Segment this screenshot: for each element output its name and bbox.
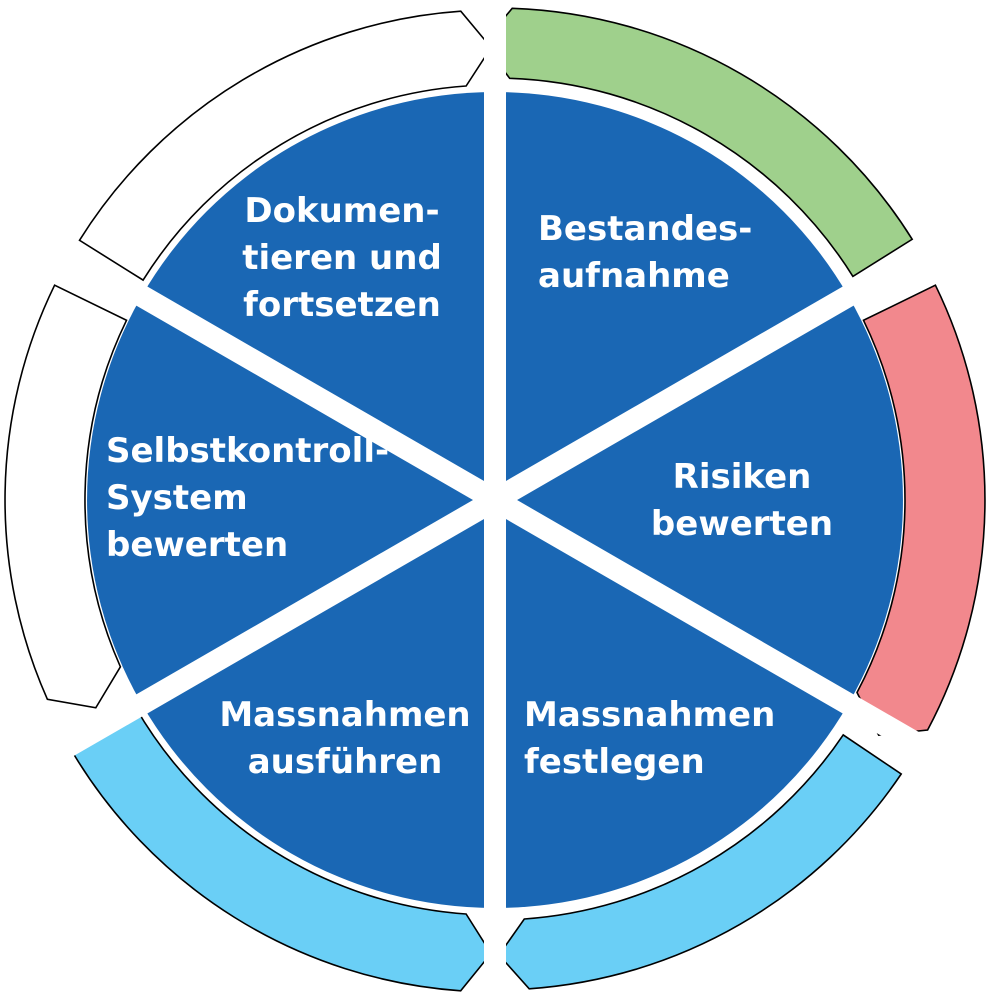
label-selbstkontroll-system-bewerten: Selbstkontroll- System bewerten — [106, 431, 389, 565]
sector-bestandesaufnahme[interactable] — [495, 92, 849, 500]
label-line: System — [106, 478, 248, 518]
label-line: Massnahmen — [524, 695, 775, 735]
sector-divider — [54, 490, 501, 761]
label-line: Bestandes- — [538, 209, 752, 249]
ring-band-selbstkontroll-system-bewerten — [4, 284, 128, 709]
label-massnahmen-festlegen: Massnahmen festlegen — [524, 695, 775, 782]
label-line: Massnahmen — [219, 695, 470, 735]
center-hub — [473, 478, 517, 522]
label-line: ausführen — [248, 742, 443, 782]
label-line: Dokumen- — [244, 191, 439, 231]
sector-massnahmen-ausfuehren[interactable] — [141, 500, 495, 908]
label-bestandesaufnahme: Bestandes-aufnahme — [538, 209, 752, 296]
ring-band-bestandesaufnahme — [481, 7, 914, 278]
sector-dokumentieren-und-fortsetzen[interactable] — [141, 92, 495, 500]
label-line: festlegen — [524, 742, 705, 782]
label-line: aufnahme — [538, 256, 730, 296]
label-line: bewerten — [106, 525, 288, 565]
gap-layer — [54, 0, 936, 1000]
label-dokumentieren-und-fortsetzen: Dokumen-tieren und fortsetzen — [242, 191, 442, 325]
label-line: Selbstkontroll- — [106, 431, 389, 471]
ring-band-risiken-bewerten — [856, 284, 986, 736]
sector-layer — [87, 92, 903, 908]
label-line: Risiken — [673, 457, 812, 497]
ring-band-massnahmen-festlegen — [497, 733, 903, 990]
ring-band-dokumentieren-und-fortsetzen — [78, 10, 493, 282]
label-line: fortsetzen — [243, 285, 441, 325]
sector-divider — [489, 490, 936, 761]
outer-ring-layer — [4, 7, 986, 992]
label-line: bewerten — [651, 504, 833, 544]
label-massnahmen-ausfuehren: Massnahmen ausführen — [219, 695, 470, 782]
label-line: tieren und — [242, 238, 442, 278]
sector-risiken-bewerten[interactable] — [495, 296, 903, 704]
label-risiken-bewerten: Risiken bewerten — [651, 457, 833, 544]
sector-divider — [54, 239, 501, 510]
sector-divider — [489, 239, 936, 510]
sector-massnahmen-festlegen[interactable] — [495, 500, 849, 908]
sector-selbstkontroll-system-bewerten[interactable] — [87, 296, 495, 704]
